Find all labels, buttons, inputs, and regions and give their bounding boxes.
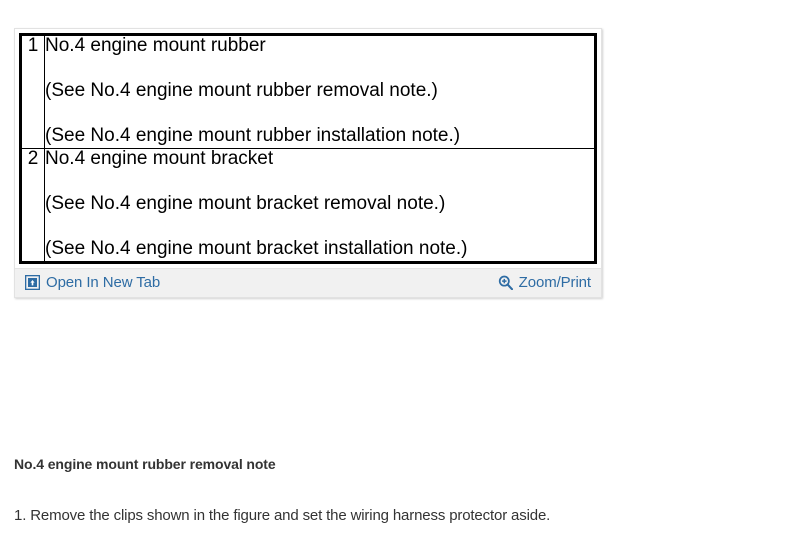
open-in-new-tab-icon: [24, 274, 41, 290]
row-number: 1: [20, 34, 45, 149]
row-number: 2: [20, 147, 45, 263]
description-line: (See No.4 engine mount rubber removal no…: [45, 79, 438, 101]
magnifier-plus-icon: [498, 275, 513, 290]
table-row: 1 No.4 engine mount rubber (See No.4 eng…: [20, 34, 596, 149]
open-in-new-tab-label: Open In New Tab: [46, 273, 161, 291]
note-step-1: 1. Remove the clips shown in the figure …: [14, 507, 551, 524]
row-description: No.4 engine mount rubber (See No.4 engin…: [44, 34, 596, 149]
description-line: (See No.4 engine mount rubber installati…: [45, 124, 461, 146]
parts-legend-table: 1 No.4 engine mount rubber (See No.4 eng…: [19, 33, 597, 264]
open-in-new-tab-button[interactable]: Open In New Tab: [24, 273, 161, 291]
figure-viewer-panel: 1 No.4 engine mount rubber (See No.4 eng…: [14, 28, 602, 298]
zoom-print-button[interactable]: Zoom/Print: [498, 274, 591, 291]
row-description: No.4 engine mount bracket (See No.4 engi…: [44, 147, 596, 263]
table-row: 2 No.4 engine mount bracket (See No.4 en…: [20, 147, 596, 263]
description-line: (See No.4 engine mount bracket removal n…: [45, 192, 446, 214]
zoom-print-label: Zoom/Print: [518, 273, 591, 291]
description-line: (See No.4 engine mount bracket installat…: [45, 237, 468, 259]
description-line: No.4 engine mount rubber: [45, 35, 266, 56]
figure-image-area: 1 No.4 engine mount rubber (See No.4 eng…: [15, 29, 601, 264]
description-line: No.4 engine mount bracket: [45, 147, 274, 169]
note-heading: No.4 engine mount rubber removal note: [14, 456, 276, 472]
figure-toolbar: Open In New Tab Zoom/Print: [15, 267, 601, 297]
